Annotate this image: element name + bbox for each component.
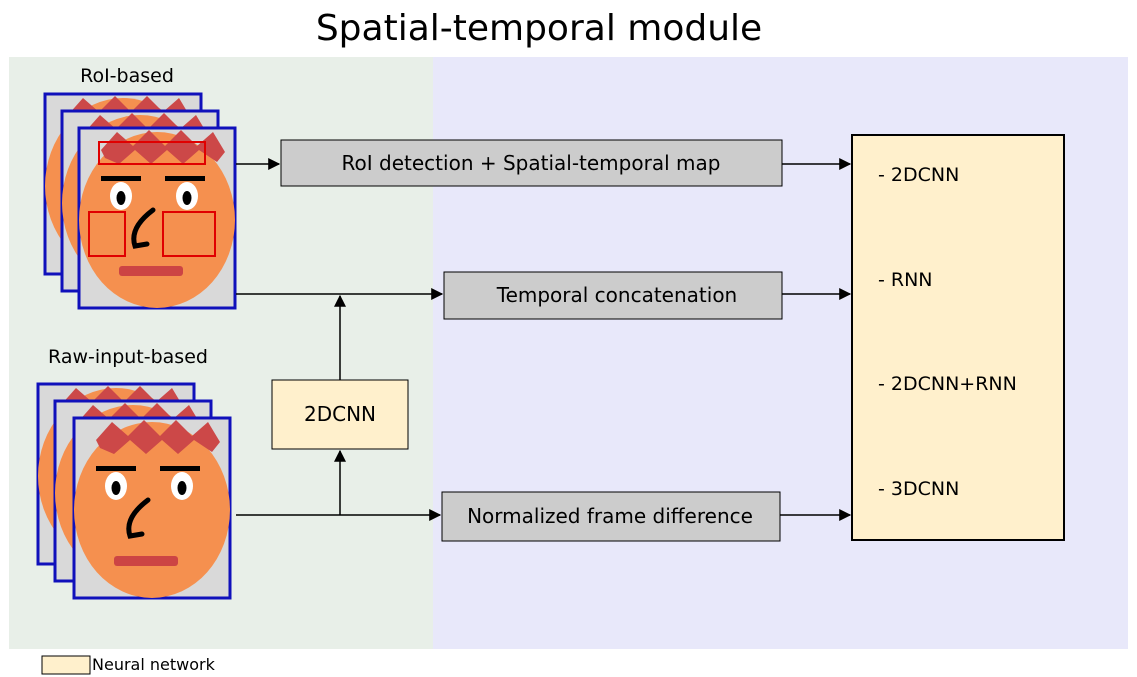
raw-frame-front <box>74 418 230 598</box>
roi-based-label: RoI-based <box>80 65 174 87</box>
network-option-2dcnn-rnn: - 2DCNN+RNN <box>878 373 1017 395</box>
connectors <box>236 158 852 521</box>
diagram-title: Spatial-temporal module <box>316 8 762 49</box>
cnn2d-label: 2DCNN <box>304 402 376 426</box>
normalized-diff-label: Normalized frame difference <box>467 504 753 528</box>
roi-rect-left-cheek <box>88 211 126 257</box>
roi-detection-box <box>280 139 783 187</box>
normalized-diff-box <box>441 491 781 542</box>
temporal-concat-label: Temporal concatenation <box>496 283 737 307</box>
legend-label: Neural network <box>92 655 216 674</box>
network-option-2dcnn: - 2DCNN <box>878 164 959 186</box>
roi-rect-right-cheek <box>162 211 216 257</box>
roi-frame-front <box>79 128 235 308</box>
roi-frame-stack <box>45 94 235 308</box>
cnn2d-box <box>271 379 409 450</box>
network-options-box <box>851 134 1065 541</box>
temporal-concat-box <box>443 271 783 320</box>
roi-rect-forehead <box>98 141 206 165</box>
legend: Neural network <box>41 655 216 675</box>
network-option-3dcnn: - 3DCNN <box>878 478 959 500</box>
raw-input-based-label: Raw-input-based <box>48 346 208 368</box>
legend-swatch <box>41 655 91 675</box>
network-option-rnn: - RNN <box>878 269 933 291</box>
roi-detection-label: RoI detection + Spatial-temporal map <box>342 151 721 175</box>
raw-frame-stack <box>38 384 230 598</box>
